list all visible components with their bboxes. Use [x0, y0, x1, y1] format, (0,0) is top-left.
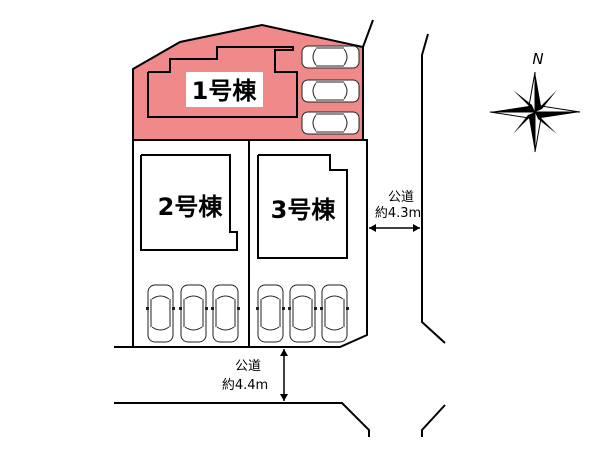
parking-lot-3 [255, 284, 350, 343]
car-icon [255, 284, 286, 343]
south-road-dimension: 公道 約4.4m [222, 349, 288, 401]
car-icon [145, 284, 176, 343]
parking-lot-1 [301, 45, 360, 135]
lot-3 [248, 139, 368, 348]
car-icon [319, 284, 350, 343]
road-edges [114, 19, 446, 437]
building-1-label: 1号棟 [192, 77, 258, 105]
compass-rose-icon: N [489, 50, 581, 153]
south-road-width: 約4.4m [222, 378, 268, 393]
car-icon [301, 79, 360, 103]
east-road-width: 約4.3m [375, 206, 421, 221]
parking-lot-2 [145, 284, 241, 343]
building-2-outline [140, 154, 238, 251]
building-2-label: 2号棟 [158, 193, 224, 221]
south-road-name: 公道 [235, 359, 261, 374]
car-icon [301, 45, 360, 69]
car-icon [301, 111, 360, 135]
car-icon [287, 284, 318, 343]
building-3-outline [257, 154, 348, 259]
east-road-name: 公道 [388, 190, 414, 205]
car-icon [210, 284, 241, 343]
building-1-label-box [186, 72, 263, 107]
east-road-dimension: 公道 約4.3m [369, 190, 421, 232]
compass-north-label: N [532, 50, 543, 68]
car-icon [178, 284, 209, 343]
building-1-outline [147, 46, 298, 118]
building-3-label: 3号棟 [271, 196, 337, 224]
